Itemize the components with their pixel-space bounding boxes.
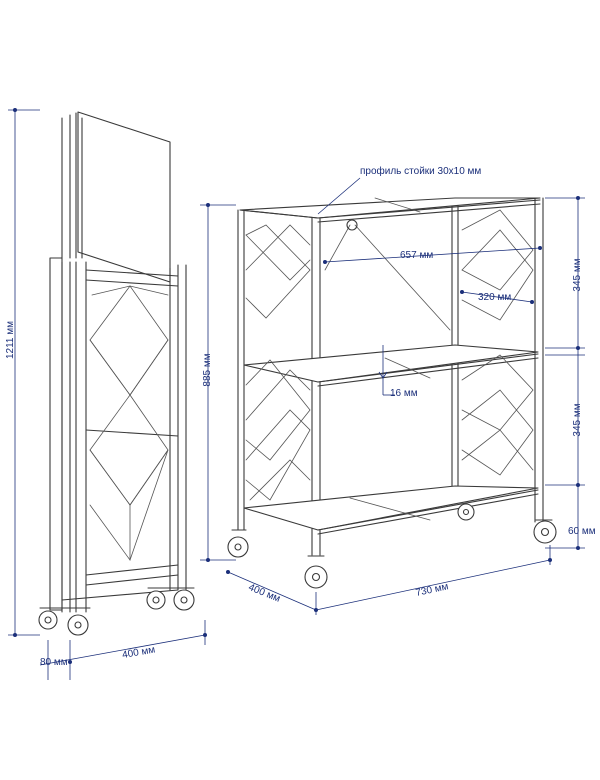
height-label: 885 мм [202, 353, 213, 386]
folded-wheels [38, 587, 195, 636]
folded-body [49, 257, 63, 611]
dim-inner-depth [460, 290, 534, 304]
shelf-gap-top-label: 345 мм [572, 258, 583, 291]
folded-height-label: 1211 мм [5, 321, 16, 359]
assembled-rack [227, 197, 557, 589]
folded-top-shelf [77, 111, 171, 283]
shelf-gap-bottom-label: 345 мм [572, 403, 583, 436]
middle-shelf [243, 344, 539, 383]
wheel-height-label: 60 мм [568, 526, 596, 537]
inner-width-label: 657 мм [400, 250, 433, 261]
shelf-thickness-label: 16 мм [390, 388, 418, 399]
dim-inner-width [323, 246, 542, 264]
folded-rack [38, 111, 195, 636]
dim-height [200, 203, 236, 562]
dim-folded-height [8, 108, 40, 637]
inner-depth-label: 320 мм [478, 292, 511, 303]
dim-folded-bottom [39, 620, 207, 680]
folded-depth-label: 80 мм [40, 657, 68, 668]
profile-label: профиль стойки 30х10 мм [360, 165, 481, 177]
bottom-shelf [243, 485, 539, 531]
profile-leader [317, 177, 361, 215]
width-label: 730 мм [415, 581, 450, 599]
folded-width-label: 400 мм [121, 644, 156, 661]
depth-label: 400 мм [247, 582, 282, 605]
dim-right-verticals [545, 196, 585, 550]
assembled-wheels [227, 503, 557, 589]
dim-depth-width [226, 545, 552, 615]
dim-shelf-thickness [378, 345, 395, 396]
